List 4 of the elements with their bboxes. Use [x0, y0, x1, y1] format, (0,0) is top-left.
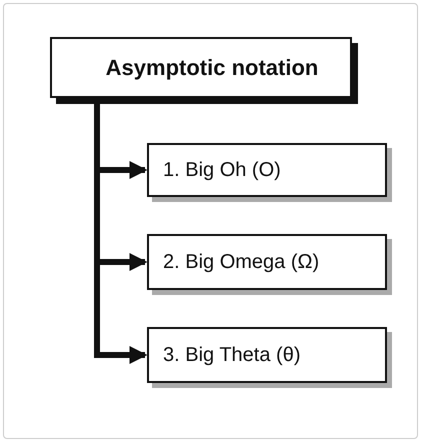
item-label: 1. Big Oh (O)	[163, 158, 281, 182]
heading-text: Asymptotic notation	[106, 54, 318, 80]
item-label: 3. Big Theta (θ)	[163, 344, 300, 366]
item-label: 2. Big Omega (Ω)	[163, 250, 320, 274]
